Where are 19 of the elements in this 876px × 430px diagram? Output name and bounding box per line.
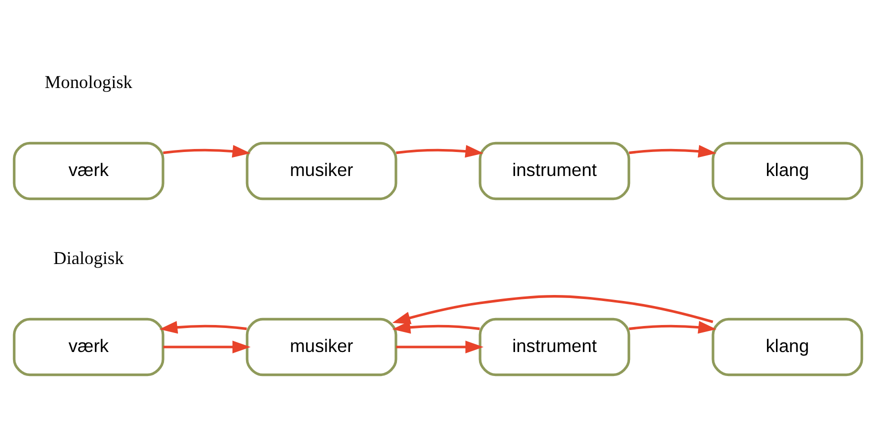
arrow <box>628 144 716 158</box>
arrow <box>392 295 714 324</box>
node-box: instrument <box>478 142 630 200</box>
label: Dialogisk <box>53 248 124 268</box>
node-box: musiker <box>246 318 398 376</box>
node-box: klang <box>712 318 864 376</box>
node-box: instrument <box>478 318 630 376</box>
node-box: værk <box>12 142 164 200</box>
arrow <box>163 340 251 354</box>
arrow <box>163 144 251 158</box>
label: Monologisk <box>44 72 132 92</box>
arrow <box>396 144 484 158</box>
arrow <box>396 340 484 354</box>
arrow <box>628 320 716 334</box>
arrow <box>392 320 480 334</box>
arrow <box>159 320 247 334</box>
node-box: musiker <box>246 142 398 200</box>
node-box: klang <box>712 142 864 200</box>
node-box: værk <box>12 318 164 376</box>
